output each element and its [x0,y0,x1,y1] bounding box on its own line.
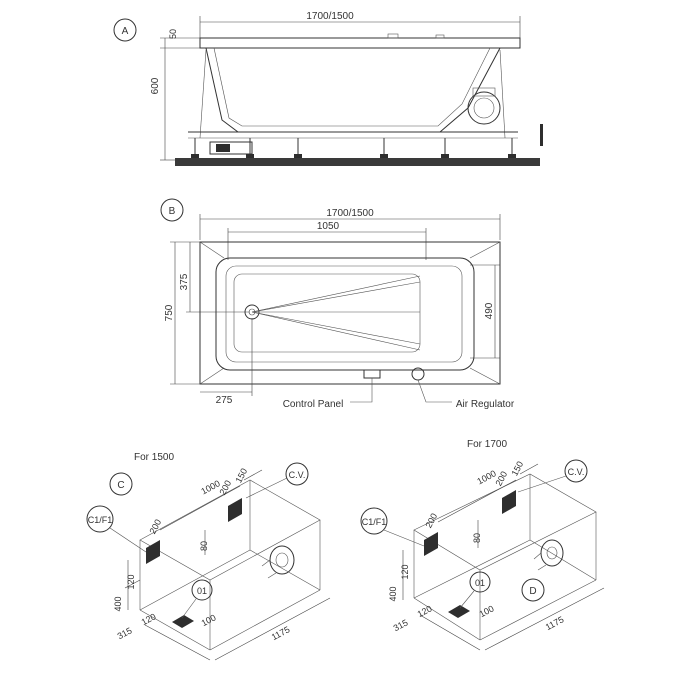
view-d-dim-120b: 120 [416,603,434,619]
view-c-dim-200a: 200 [217,479,233,497]
view-d-c1f1-label: C1/F1 [362,517,387,527]
view-b-marker [160,198,184,222]
view-d-dim-400: 400 [388,586,398,601]
view-a-tub-body [205,47,501,133]
view-b-outer-dim: 1700/1500 [326,208,374,219]
view-a-side-elevation: A 1700/1500 50 600 [113,11,543,166]
view-d-c1f1-opening [424,532,438,556]
view-d-o1-label: 01 [475,578,485,588]
view-d-cv-marker [564,459,588,483]
view-c-dim-100: 100 [200,612,218,628]
view-c-dim-1000: 1000 [199,478,221,496]
view-b-inner-dim: 1050 [317,221,340,232]
view-c-dim-200b: 200 [147,518,163,536]
view-a-label: A [122,26,129,37]
view-d-o1-opening [448,605,470,618]
view-d-dim-1175: 1175 [544,614,566,632]
view-b-control-panel-label: Control Panel [283,399,344,410]
view-d-o1-marker [469,571,491,593]
view-d-marker [521,578,545,602]
view-a-height-dim: 600 [150,77,161,94]
view-d-dim-200b: 200 [423,512,439,530]
view-a-rim [199,37,521,49]
view-d-dim-120a: 120 [400,564,410,579]
view-d-cv-opening [502,490,516,514]
view-c-marker [109,472,133,496]
view-c-cv-label: C.V. [289,470,306,480]
view-b-half-depth-dim: 375 [179,273,190,290]
view-d-cv-label: C.V. [568,467,585,477]
view-d-top-face [413,473,597,571]
view-b-top-plan: B 1700/1500 1050 750 375 490 [160,198,515,410]
view-a-legs [191,138,516,158]
view-d-installation-1700: For 1700 C.V. C1/F1 01 [360,439,605,651]
view-c-installation-1500: For 1500 C C.V. C1/F1 [86,452,331,661]
view-d-dim-315: 315 [392,617,410,633]
view-d-label: D [529,586,536,597]
view-a-rim-dim: 50 [168,29,178,39]
view-a-width-dim: 1700/1500 [306,11,354,22]
view-a-pump [467,91,501,125]
view-d-dim-150: 150 [509,460,525,478]
view-c-title: For 1500 [134,452,174,463]
view-c-dim-80: 80 [199,541,209,551]
view-c-dim-1175: 1175 [270,624,292,642]
view-c-dim-120b: 120 [140,611,158,627]
view-c-c1f1-marker [86,505,114,533]
view-b-rim-outline [199,241,501,385]
view-c-cv-opening [228,498,242,522]
view-c-c1f1-opening [146,540,160,564]
view-d-dim-80: 80 [472,533,482,543]
view-b-control-panel-box [363,369,381,379]
view-d-title: For 1700 [467,439,507,450]
view-c-c1f1-label: C1/F1 [88,515,113,525]
view-b-label: B [169,206,176,217]
view-b-depth-dim: 750 [164,304,175,321]
view-c-label: C [117,480,124,491]
view-c-o1-label: 01 [197,586,207,596]
view-c-o1-marker [191,579,213,601]
view-b-offset-dim: 275 [216,395,233,406]
view-c-dim-315: 315 [116,625,134,641]
view-c-dim-400: 400 [113,596,123,611]
view-a-drain [209,141,253,155]
view-a-marker [113,18,137,42]
view-c-cv-marker [285,462,309,486]
view-b-air-regulator-label: Air Regulator [456,399,515,410]
view-d-dim-100: 100 [478,603,496,619]
view-d-c1f1-marker [360,507,388,535]
view-c-dim-120a: 120 [126,574,136,589]
view-b-basin [215,257,475,371]
view-b-right-dim: 490 [484,302,495,319]
view-c-motor [269,545,295,575]
view-c-o1-opening [172,615,194,628]
view-a-floor [175,158,540,166]
